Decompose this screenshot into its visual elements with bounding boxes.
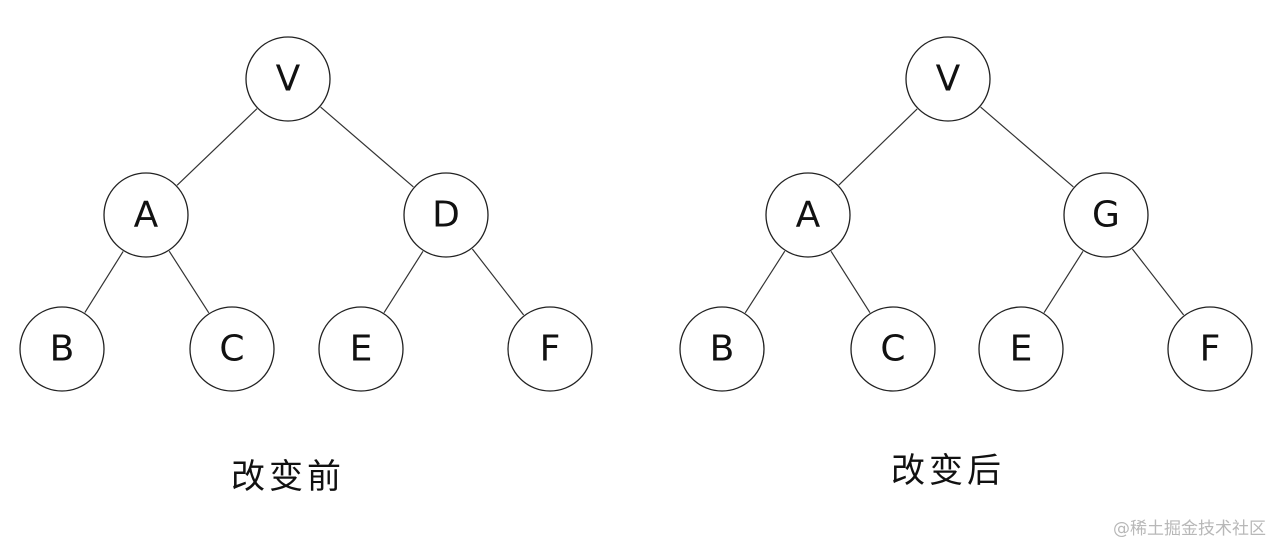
node-label: C [880,329,905,370]
node-v: V [245,36,331,122]
edge-v-d [320,106,414,188]
node-e: E [318,306,404,392]
node-circle [103,172,189,258]
node-circle [850,306,936,392]
watermark: @稀土掘金技术社区 [1113,519,1266,539]
node-label: F [1200,329,1221,370]
edge-g-f [1131,248,1185,316]
node-a: A [765,172,851,258]
edge-d-f [471,248,525,316]
node-label: D [432,195,460,236]
node-label: E [1010,329,1033,370]
node-circle [403,172,489,258]
edge-a-c [830,250,871,314]
node-circle [765,172,851,258]
node-g: G [1063,172,1149,258]
node-label: V [276,59,301,100]
node-a: A [103,172,189,258]
node-circle [1167,306,1253,392]
node-label: E [350,329,373,370]
node-c: C [850,306,936,392]
edge-v-a [176,108,258,186]
node-b: B [19,306,105,392]
edge-g-e [1043,250,1084,314]
node-circle [978,306,1064,392]
node-e: E [978,306,1064,392]
node-label: A [134,195,159,236]
edge-v-g [980,106,1074,188]
node-circle [507,306,593,392]
node-f: F [507,306,593,392]
node-c: C [189,306,275,392]
node-f: F [1167,306,1253,392]
node-label: F [540,329,561,370]
node-circle [318,306,404,392]
tree-caption: 改变前 [231,457,345,497]
node-label: C [219,329,244,370]
node-circle [189,306,275,392]
edge-a-b [744,250,786,314]
tree-caption: 改变后 [891,451,1005,491]
node-label: B [50,329,75,370]
node-d: D [403,172,489,258]
node-circle [905,36,991,122]
node-label: B [710,329,735,370]
tree-before: V A D B C E F 改变前 [19,36,593,497]
node-circle [1063,172,1149,258]
tree-after: V A G B C E F 改变后 [679,36,1253,491]
node-v: V [905,36,991,122]
node-circle [679,306,765,392]
edge-a-b [84,251,124,313]
node-circle [245,36,331,122]
node-label: G [1092,195,1120,236]
edge-v-a [838,108,918,186]
edge-a-c [168,250,210,314]
node-label: V [936,59,961,100]
node-circle [19,306,105,392]
edge-d-e [383,250,424,314]
node-b: B [679,306,765,392]
node-label: A [796,195,821,236]
